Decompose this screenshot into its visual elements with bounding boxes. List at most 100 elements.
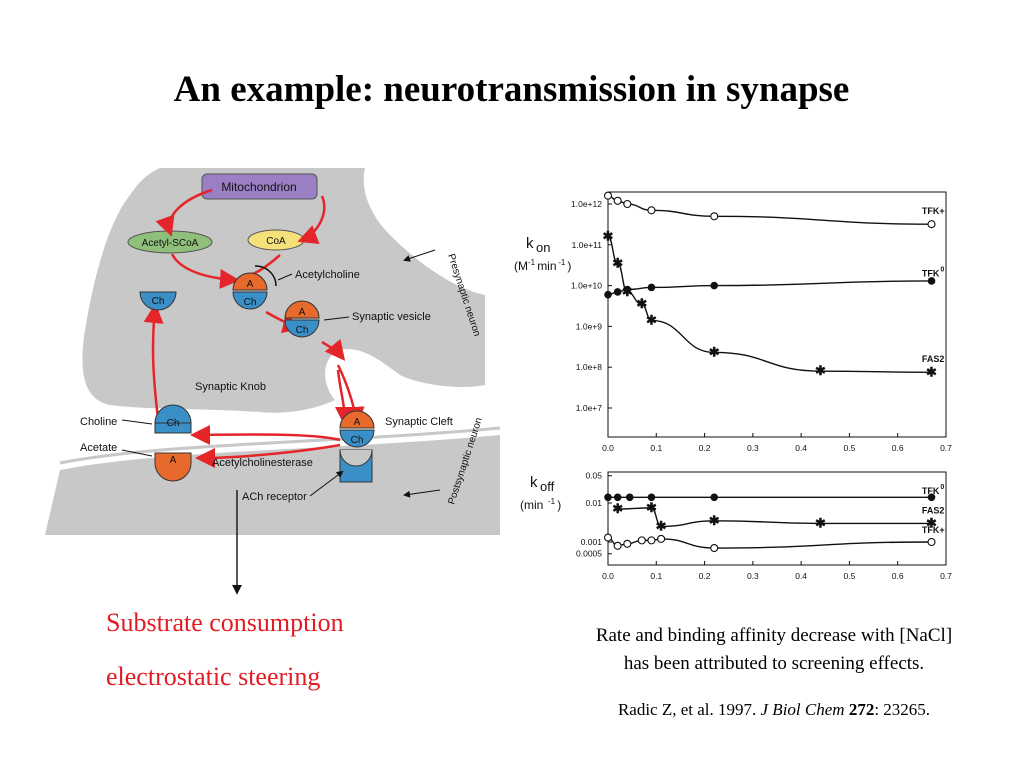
kon-FAS2-point: ✱ [709, 344, 720, 359]
electrostatic-steering-text: electrostatic steering [106, 662, 321, 691]
svg-text:Ch: Ch [351, 435, 364, 446]
citation-authors: Radic Z, et al. 1997. [617, 700, 757, 719]
kon-FAS2-point: ✱ [815, 363, 826, 378]
mitochondrion [201, 173, 318, 200]
kon-plot-frame [607, 191, 947, 438]
svg-text:Ch: Ch [244, 297, 257, 308]
citation-journal: J Biol Chem [760, 700, 845, 719]
svg-text:Ch: Ch [152, 296, 165, 307]
coa-label: CoA [266, 236, 286, 247]
koff-xtick-label: 0.3 [747, 571, 759, 581]
koff-ytick-label: 0.01 [585, 498, 602, 508]
koff-FAS2-point: ✱ [709, 513, 720, 528]
koff-TFK-point [927, 493, 936, 502]
koff-TFK+-point [710, 543, 719, 553]
synaptic-vesicle-label: Synaptic vesicle [352, 311, 431, 323]
koff-TFK+-label: TFK+ [922, 525, 945, 535]
koff-xtick-label: 0.0 [602, 571, 614, 581]
koff-TFK-label: TFK [922, 486, 940, 496]
koff-TFK+-point [637, 536, 646, 545]
koff-FAS2-point: ✱ [815, 515, 826, 530]
kon-FAS2-point: ✱ [646, 312, 657, 327]
kon-TFK+-point [647, 206, 656, 215]
kon-xtick-label: 0.7 [940, 443, 952, 453]
koff-TFK+-curve [607, 536, 932, 549]
koff-FAS2-point: ✱ [926, 515, 937, 530]
kon-TFK-point [613, 288, 622, 296]
kon-xtick-label: 0.6 [892, 443, 904, 453]
koff-TFK+-point [657, 534, 666, 543]
koff-yunit-part: -1 [548, 497, 556, 506]
koff-ytick-label: 0.001 [581, 537, 603, 547]
kon-xtick-label: 0.2 [699, 443, 711, 453]
ach-receptor-label: ACh receptor [242, 491, 307, 503]
kon-FAS2-point: ✱ [612, 255, 623, 270]
synapse-diagram: Mitochondrion Acetyl-SCoA CoA Ch A Ch Ac… [45, 168, 501, 595]
koff-FAS2-label: FAS2 [922, 505, 945, 515]
acetylcholine-label: Acetylcholine [295, 269, 360, 281]
kon-FAS2-point: ✱ [926, 364, 937, 379]
kon-FAS2-curve [607, 235, 932, 373]
choline-molecule-top: Ch [139, 291, 177, 311]
svg-text:A: A [354, 417, 361, 428]
kon-TFK-label-sup: 0 [940, 266, 944, 273]
kon-TFK+-point [603, 191, 613, 200]
kon-yunit-part: min [537, 259, 556, 273]
koff-TFK-point [613, 493, 622, 502]
caption-line-1: Rate and binding affinity decrease with … [595, 625, 953, 646]
koff-TFK-point [604, 493, 612, 502]
synaptic-cleft-label: Synaptic Cleft [385, 416, 453, 428]
svg-text:A: A [299, 307, 306, 318]
kon-FAS2-label: FAS2 [922, 354, 945, 364]
acetate-molecule: A [154, 452, 192, 482]
koff-TFK+-point [603, 533, 613, 542]
slide-title: An example: neurotransmission in synapse [173, 69, 850, 110]
kon-ylabel-sub: on [536, 240, 550, 255]
substrate-consumption-text: Substrate consumption [106, 608, 344, 637]
choline-molecule: Ch [154, 404, 192, 434]
choline-label: Choline [80, 416, 117, 428]
koff-yunit-part: (min [520, 498, 543, 512]
kon-TFK+-point [623, 199, 632, 209]
kon-TFK-point [927, 277, 936, 285]
svg-text:Ch: Ch [296, 325, 309, 336]
koff-xtick-label: 0.5 [844, 571, 856, 581]
kon-xtick-label: 0.1 [650, 443, 662, 453]
postsynaptic-edge [59, 426, 501, 465]
acetyl-scoa-label: Acetyl-SCoA [142, 238, 199, 249]
koff-TFK+-point [623, 539, 632, 548]
mitochondrion-label: Mitochondrion [221, 180, 296, 194]
koff-TFK-point [625, 493, 634, 502]
kon-TFK+-curve [607, 194, 932, 225]
kon-TFK+-point [710, 212, 719, 221]
kon-TFK-point [647, 283, 656, 292]
koff-FAS2-point: ✱ [612, 501, 623, 516]
citation: Radic Z, et al. 1997. J Biol Chem 272: 2… [540, 700, 1008, 720]
caption: Rate and binding affinity decrease with … [540, 622, 1008, 678]
koff-TFK+-point [613, 541, 622, 550]
koff-TFK+-point [927, 537, 936, 547]
kon-TFK-curve [607, 280, 932, 296]
kon-yunit-part: (M [514, 259, 528, 273]
kon-ylabel: k [526, 235, 534, 252]
citation-volume: 272 [848, 700, 875, 719]
kon-TFK+-label: TFK+ [922, 206, 945, 216]
cleft-molecule: A Ch [339, 410, 375, 448]
citation-pages: : 23265. [874, 700, 931, 719]
koff-xtick-label: 0.4 [795, 571, 807, 581]
acetylcholine-molecule: A Ch [232, 265, 277, 310]
koff-xtick-label: 0.2 [699, 571, 711, 581]
caption-line-2: has been attributed to screening effects… [623, 653, 925, 674]
koff-TFK-point [647, 493, 656, 502]
koff-xtick-label: 0.1 [650, 571, 662, 581]
kon-TFK+-point [613, 196, 622, 205]
koff-ylabel: k [530, 474, 538, 491]
kon-xtick-label: 0.4 [795, 443, 807, 453]
kon-ytick-label: 1.0e+12 [571, 199, 602, 209]
synaptic-vesicle-molecule: A Ch [284, 300, 320, 338]
acetate-label: Acetate [80, 442, 117, 454]
kon-ytick-label: 1.0e+7 [576, 403, 603, 413]
koff-ytick-label: 0.0005 [576, 549, 602, 559]
presynaptic-knob [82, 168, 485, 413]
